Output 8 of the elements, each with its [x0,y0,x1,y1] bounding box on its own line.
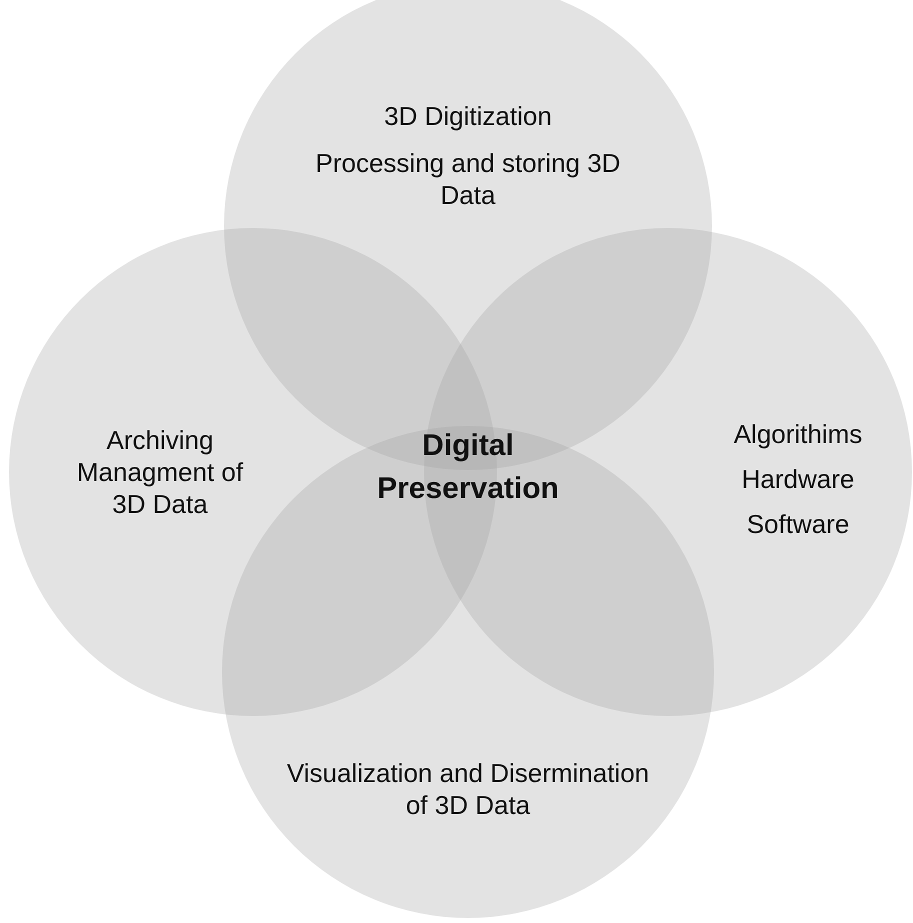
circle-label: 3D Digitization [383,100,553,132]
center-title: Digital Preservation [376,428,560,507]
circle-label: Archiving Managment of 3D Data [76,424,244,520]
circle-label: Hardware [740,463,856,495]
circle-label: Software [746,508,850,540]
circle-label: Algorithims [732,418,864,450]
circle-label: Processing and storing 3D Data [314,147,622,211]
circle-label: Visualization and Disermination of 3D Data [286,757,650,821]
